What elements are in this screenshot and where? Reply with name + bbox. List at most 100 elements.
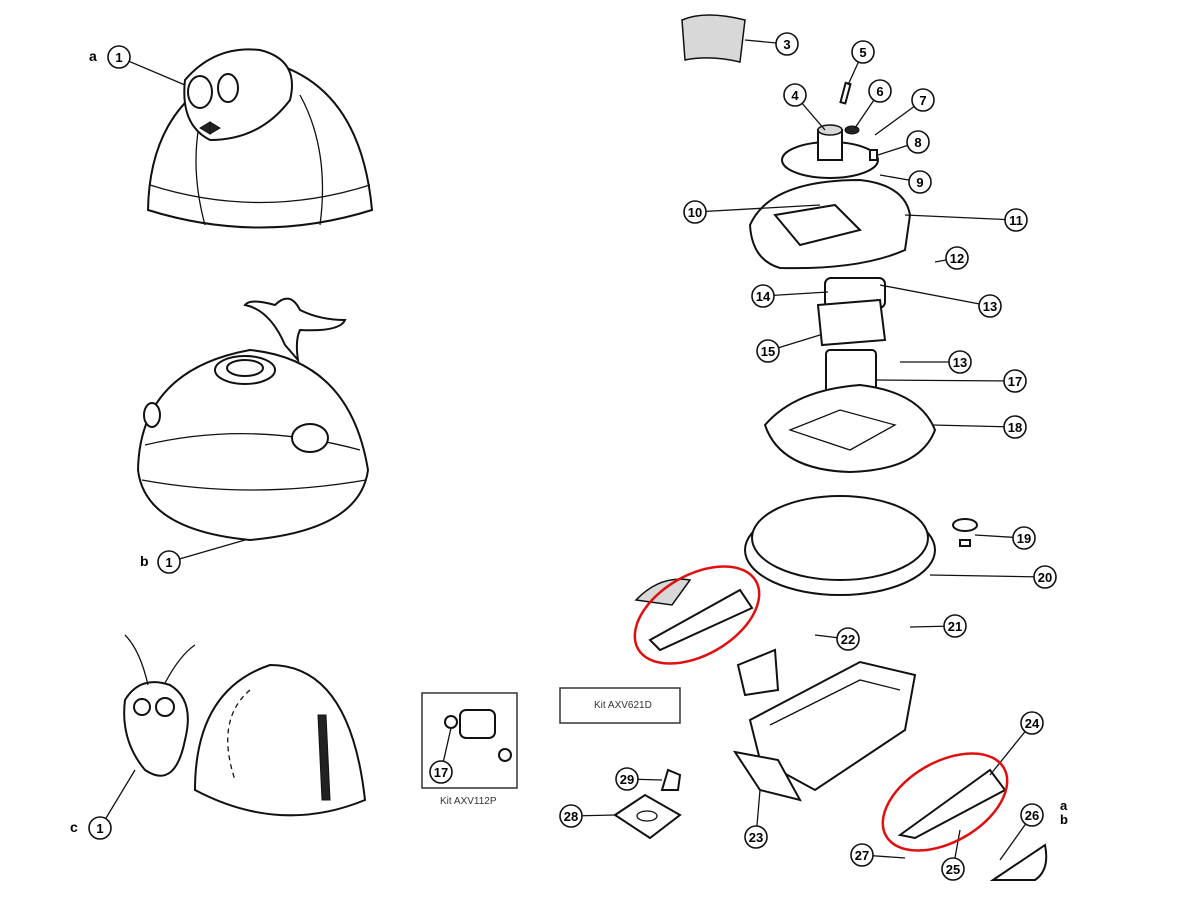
leader-line-p17 [875,379,1016,382]
callout-number: 17 [434,765,448,780]
callout-number: 7 [919,93,926,108]
callout-b1: 1 [157,550,181,574]
callout-number: 1 [96,821,103,836]
callout-c1: 1 [88,816,112,840]
callout-p4: 4 [783,83,807,107]
callout-circle [756,339,780,363]
part-29-clip [660,768,682,791]
callout-p8: 8 [906,130,930,154]
part-26-side-cover [989,843,1048,881]
leader-line-p18 [931,424,1016,428]
callout-p11: 11 [1004,208,1028,232]
callout-p28: 28 [559,804,583,828]
callout-number: 20 [1038,570,1052,585]
callout-circle [941,857,965,881]
callout-circle [1012,526,1036,550]
callout-p20: 20 [1033,565,1057,589]
callout-kit17: 17 [429,760,453,784]
callout-a1: 1 [107,45,131,69]
callout-circle [683,200,707,224]
part-8-screw [869,149,878,161]
callout-number: 12 [950,251,964,266]
callout-circle [783,83,807,107]
callout-number: 5 [859,45,866,60]
highlight-ring-left-track [633,565,761,665]
part-left-track [634,578,754,652]
callout-number: 10 [688,205,702,220]
leader-line-p10 [694,204,821,213]
callout-number: 9 [916,175,923,190]
callout-p19: 19 [1012,526,1036,550]
callout-number: 8 [914,135,921,150]
part-28-plate [613,793,682,840]
callout-number: 4 [791,88,799,103]
callout-circle [851,40,875,64]
callout-p26: 26 [1020,803,1044,827]
callout-number: 1 [165,555,172,570]
cover-variant-b-whale [136,297,370,542]
callout-number: 3 [783,37,790,52]
callout-p5: 5 [851,40,875,64]
callout-number: 17 [1008,374,1022,389]
callout-p14: 14 [751,284,775,308]
part-19-float-and-screw [952,518,978,547]
part-20-base-plate [744,495,936,596]
callout-circle [559,804,583,828]
callout-number: 18 [1008,420,1022,435]
part-18-lower-housing [763,383,937,474]
callout-p15: 15 [756,339,780,363]
callout-circle [88,816,112,840]
part-24-right-track [897,768,1007,840]
callout-number: 14 [756,289,771,304]
callout-circle [850,843,874,867]
callout-p10: 10 [683,200,707,224]
callout-p21: 21 [943,614,967,638]
callout-number: 24 [1025,716,1040,731]
callout-p18: 18 [1003,415,1027,439]
callout-circle [945,246,969,270]
callout-p25: 25 [941,857,965,881]
callout-p12: 12 [945,246,969,270]
callout-p22: 22 [836,627,860,651]
part-26-variant-a: a [1060,798,1068,813]
variant-label-b: b [140,553,149,569]
callout-number: 6 [876,84,883,99]
callout-circle [429,760,453,784]
part-4-drive-gear [781,124,879,179]
part-5-pin [839,81,852,105]
callout-circle [911,88,935,112]
callout-circle [751,284,775,308]
variant-label-c: c [70,819,78,835]
kit-axv112p-label: Kit AXV112P [440,796,497,807]
leader-line-p11 [904,214,1017,221]
callout-circle [1003,415,1027,439]
callout-p27: 27 [850,843,874,867]
callout-number: 23 [749,830,763,845]
callout-circle [615,767,639,791]
callout-number: 11 [1009,213,1023,228]
callout-circle [1020,711,1044,735]
callout-p3: 3 [775,32,799,56]
part-bracket [736,648,780,697]
cover-variant-c-bug [123,634,367,817]
callout-p24: 24 [1020,711,1044,735]
callout-circle [836,627,860,651]
callout-p17: 17 [1003,369,1027,393]
part-26-variant-b: b [1060,812,1068,827]
callout-number: 13 [983,299,997,314]
part-23-flap [732,750,802,802]
callout-p23: 23 [744,825,768,849]
callout-p7: 7 [911,88,935,112]
callout-number: 26 [1025,808,1039,823]
callout-number: 13 [953,355,967,370]
kit-axv112p-parts [444,709,512,762]
leader-line-p20 [929,574,1046,578]
callout-circle [868,79,892,103]
variant-label-a: a [89,48,97,64]
callout-p9: 9 [908,170,932,194]
callout-p13b: 13 [948,350,972,374]
callout-number: 1 [115,50,122,65]
callout-number: 25 [946,862,960,877]
